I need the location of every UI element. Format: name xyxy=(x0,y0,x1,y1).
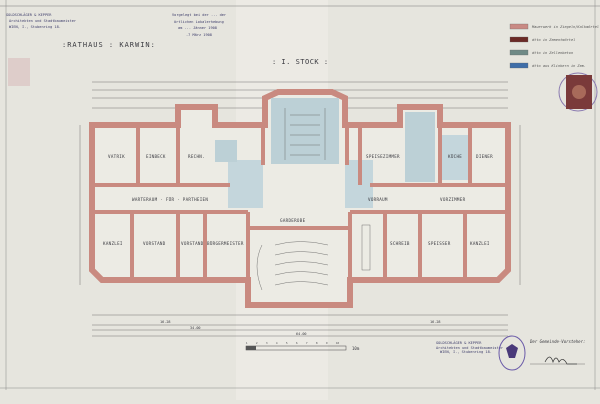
dimension-label: 34.00 xyxy=(190,326,201,330)
plan-text: 8 xyxy=(316,341,318,345)
plan-text: am ... Jänner 1908 xyxy=(178,26,217,30)
plan-text: SCHREIB xyxy=(390,241,410,246)
plan-mark xyxy=(498,335,526,371)
plan-text: 6 xyxy=(296,341,298,345)
interior-walls xyxy=(92,125,508,305)
plan-text: WIEN, I., Stubenring 18. xyxy=(440,350,492,354)
plan-text: 1 xyxy=(246,341,248,345)
plan-text: 10m xyxy=(352,346,360,351)
plan-text: Der Gemeinde-Vorsteher: xyxy=(529,339,585,344)
plan-text: Architekten und Stadtbaumeister xyxy=(436,346,504,350)
signature-block: GOLDSCHLÄGER & KEPPER Architekten und St… xyxy=(436,335,585,371)
plan-text: KANZLEI xyxy=(103,241,123,246)
plan-text: 5 xyxy=(286,341,288,345)
plan-text: dtto in Zellenbeton xyxy=(532,51,573,55)
plan-text: Architekten und Stadtbaumeister xyxy=(9,19,77,23)
plan-text: dtto in Zementmörtel xyxy=(532,38,575,42)
plan-text: WARTERAUM · FÜR · PARTHEIEN xyxy=(132,197,208,202)
plan-text: 2 xyxy=(256,341,258,345)
plan-text: RECHN. xyxy=(188,154,205,159)
plan-text: BÜRGERMEISTER xyxy=(207,241,244,246)
plan-mark xyxy=(509,36,529,43)
plan-text: VORSTAND xyxy=(143,241,166,246)
council-chamber-seating xyxy=(256,224,371,291)
plan-text: Mauerwerk in Ziegeln/Kalkmörtel xyxy=(531,25,599,29)
plan-text: WIEN, I., Stubenring 18. xyxy=(9,25,61,29)
plan-text: GOLDSCHLÄGER & KEPPER xyxy=(436,340,482,345)
plan-mark xyxy=(509,23,529,30)
dimension-label: 64.00 xyxy=(296,332,307,336)
plan-mark xyxy=(246,346,256,350)
plan-mark xyxy=(509,49,529,56)
revenue-stamp-faded xyxy=(8,58,30,86)
plan-mark xyxy=(274,271,329,276)
plan-text: VORSTAND xyxy=(181,241,204,246)
revenue-stamp xyxy=(558,72,598,112)
plan-text: örtlichen Lokalerhebung xyxy=(174,20,224,24)
plan-mark xyxy=(361,224,371,271)
plan-mark xyxy=(256,244,263,291)
plan-text: 10 xyxy=(336,341,340,345)
plan-text: 4 xyxy=(276,341,278,345)
plan-mark xyxy=(405,112,435,182)
legend: Mauerwerk in Ziegeln/Kalkmörtel dtto in … xyxy=(509,23,599,69)
plan-mark xyxy=(228,160,263,208)
plan-text: VATRIK xyxy=(108,154,125,159)
dimension-label: 16.28 xyxy=(430,320,441,324)
plan-text: SPEISEZIMMER xyxy=(366,154,400,159)
plan-text: KÜCHE xyxy=(448,154,462,159)
plan-mark xyxy=(440,135,470,180)
plan-mark xyxy=(572,85,586,99)
plan-text: VORZIMMER xyxy=(440,197,466,202)
plan-text: 7 xyxy=(306,341,308,345)
plan-text: DIENER xyxy=(476,154,493,159)
plan-mark xyxy=(509,62,529,69)
plan-mark xyxy=(284,108,326,160)
plan-text: 9 xyxy=(326,341,328,345)
plan-text: -7 März 1908 xyxy=(186,33,212,37)
plan-text: dtto aus Klinkern in Zem. xyxy=(532,64,586,68)
plan-text: KANZLEI xyxy=(470,241,490,246)
room-labels: VATRIK EINBECK RECHN. WARTERAUM · FÜR · … xyxy=(103,154,493,246)
plan-text: SPEISSER xyxy=(428,241,451,246)
approval-stamp: Vorgelegt bei der ... der örtlichen Loka… xyxy=(172,13,227,37)
eagle-seal-icon xyxy=(506,344,518,358)
architect-stamp: GOLDSCHLÄGER & KEPPER Architekten und St… xyxy=(6,12,77,29)
plan-text: EINBECK xyxy=(146,154,166,159)
plan-mark xyxy=(274,241,329,246)
plan-text: GOLDSCHLÄGER & KEPPER xyxy=(6,12,52,17)
plan-text: Vorgelegt bei der ... der xyxy=(172,13,227,17)
plan-mark xyxy=(271,98,339,164)
scale-bar: 1 2 3 4 5 6 7 8 9 10 10m xyxy=(245,341,360,351)
drawing-title: :RATHAUS : KARWIN: xyxy=(62,41,156,49)
plan-text: VORRAUM xyxy=(368,197,388,202)
plan-mark xyxy=(215,140,237,162)
floor-title: : I. STOCK : xyxy=(272,58,329,66)
plan-text: GARDEROBE xyxy=(280,218,306,223)
plan-mark xyxy=(558,72,598,112)
stair-areas xyxy=(215,98,470,208)
plan-mark xyxy=(274,251,329,256)
plan-text: 3 xyxy=(266,341,268,345)
signature xyxy=(544,356,577,365)
dimension-label: 16.28 xyxy=(160,320,171,324)
plan-mark xyxy=(274,261,329,266)
plan-mark xyxy=(274,281,329,286)
